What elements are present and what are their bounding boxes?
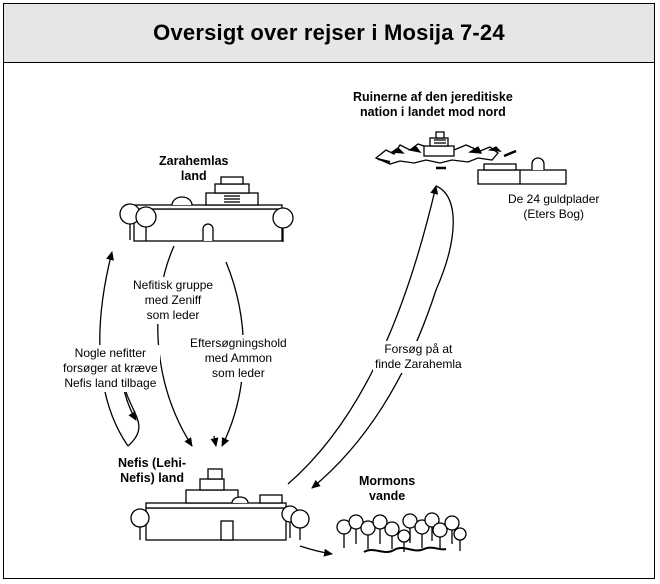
journey-label-zeniff: Nefitisk gruppe med Zeniff som leder — [131, 277, 216, 324]
diagram-title: Oversigt over rejser i Mosija 7-24 — [153, 20, 505, 45]
journey-label-find-zarahemla: Forsøg på at finde Zarahemla — [373, 341, 464, 373]
place-label-zarahemla: Zarahemlas land — [159, 154, 229, 183]
arrow-back-from-north — [311, 185, 454, 489]
title-banner: Oversigt over rejser i Mosija 7-24 — [3, 3, 655, 63]
journey-label-ammon: Eftersøgningshold med Ammon som leder — [188, 335, 289, 382]
journey-label-reclaim: Nogle nefitter forsøger at kræve Nefis l… — [61, 345, 160, 392]
place-label-ruins: Ruinerne af den jereditiske nation i lan… — [353, 90, 513, 119]
plates-note: De 24 guldplader (Eters Bog) — [508, 192, 600, 221]
mormon-trees-icon — [336, 512, 467, 553]
arrow-zeniff — [157, 245, 193, 447]
arrow-dot-short — [210, 435, 219, 447]
gold-plates-icon — [477, 157, 567, 185]
place-label-nephi: Nefis (Lehi- Nefis) land — [118, 456, 187, 485]
arrow-to-north — [287, 185, 439, 485]
jaredite-ruins-icon — [374, 131, 517, 170]
nephi-city-icon — [130, 468, 310, 541]
arrow-to-mormon — [299, 545, 333, 557]
place-label-mormon: Mormons vande — [359, 474, 416, 503]
zarahemla-city-icon — [119, 176, 294, 242]
